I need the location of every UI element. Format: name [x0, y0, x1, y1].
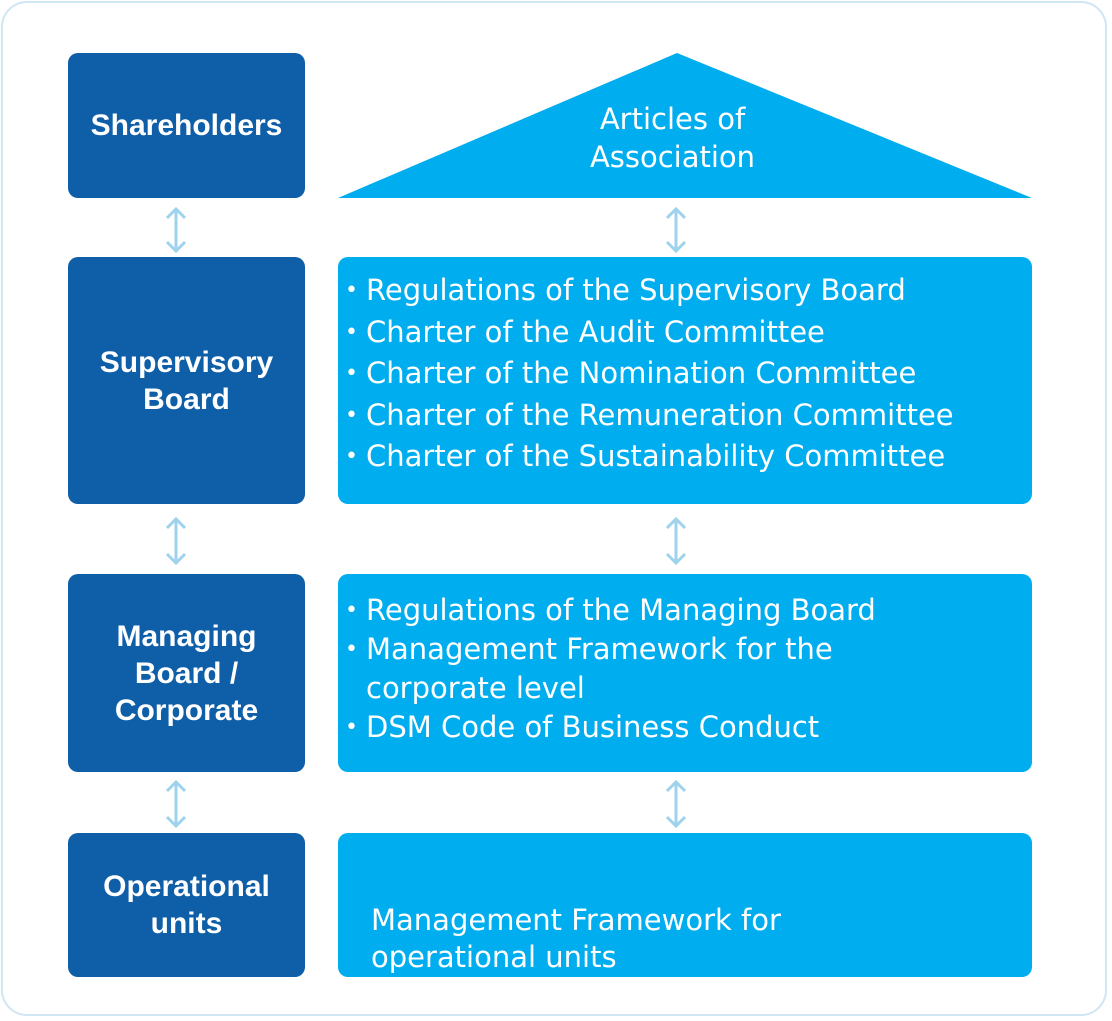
double-headed-arrow-icon — [665, 779, 687, 829]
list-item: •Regulations of the Managing Board — [341, 591, 1032, 630]
bullet-icon: • — [345, 319, 358, 345]
bullet-icon: • — [345, 361, 358, 386]
operational-units-box: Operational units — [68, 833, 305, 977]
list-item: •DSM Code of Business Conduct — [341, 708, 1032, 747]
bullet-icon: • — [345, 598, 358, 623]
managing-documents-box: •Regulations of the Managing Board •Mana… — [338, 574, 1032, 772]
supervisory-documents-box: •Regulations of the Supervisory Board •C… — [338, 257, 1032, 504]
double-headed-arrow-icon — [665, 206, 687, 254]
double-headed-arrow-icon — [165, 516, 187, 566]
list-item: •Management Framework for the corporate … — [345, 632, 833, 705]
articles-of-association-label: Articles of Association — [589, 102, 756, 174]
shareholders-box: Shareholders — [68, 53, 305, 198]
bullet-icon: • — [345, 637, 358, 662]
operational-documents-text: Management Framework for operational uni… — [371, 903, 781, 974]
double-headed-arrow-icon — [165, 779, 187, 829]
list-item: •Regulations of the Supervisory Board — [341, 270, 1032, 312]
bullet-icon: • — [345, 444, 358, 469]
double-headed-arrow-icon — [665, 516, 687, 566]
list-item: •Charter of the Remuneration Committee — [341, 395, 1032, 437]
supervisory-documents-list: •Regulations of the Supervisory Board •C… — [341, 270, 1032, 478]
shareholders-label: Shareholders — [90, 109, 283, 142]
bullet-icon: • — [345, 715, 358, 740]
managing-board-box: Managing Board / Corporate — [68, 574, 305, 772]
operational-units-label: Operational units — [103, 870, 270, 940]
supervisory-board-label: Supervisory Board — [99, 345, 274, 416]
articles-roof-shape — [338, 53, 1032, 198]
double-headed-arrow-icon — [165, 206, 187, 254]
bullet-icon: • — [345, 402, 358, 428]
managing-documents-list: •Regulations of the Managing Board •Mana… — [341, 591, 1032, 747]
list-item: •Charter of the Sustainability Committee — [341, 436, 1032, 478]
list-item: •Charter of the Audit Committee — [341, 312, 1032, 354]
list-item: •Charter of the Nomination Committee — [341, 353, 1032, 395]
supervisory-board-box: Supervisory Board — [68, 257, 305, 504]
managing-board-label: Managing Board / Corporate — [114, 619, 259, 727]
operational-documents-box: Management Framework for operational uni… — [338, 833, 1032, 977]
bullet-icon: • — [345, 278, 358, 303]
